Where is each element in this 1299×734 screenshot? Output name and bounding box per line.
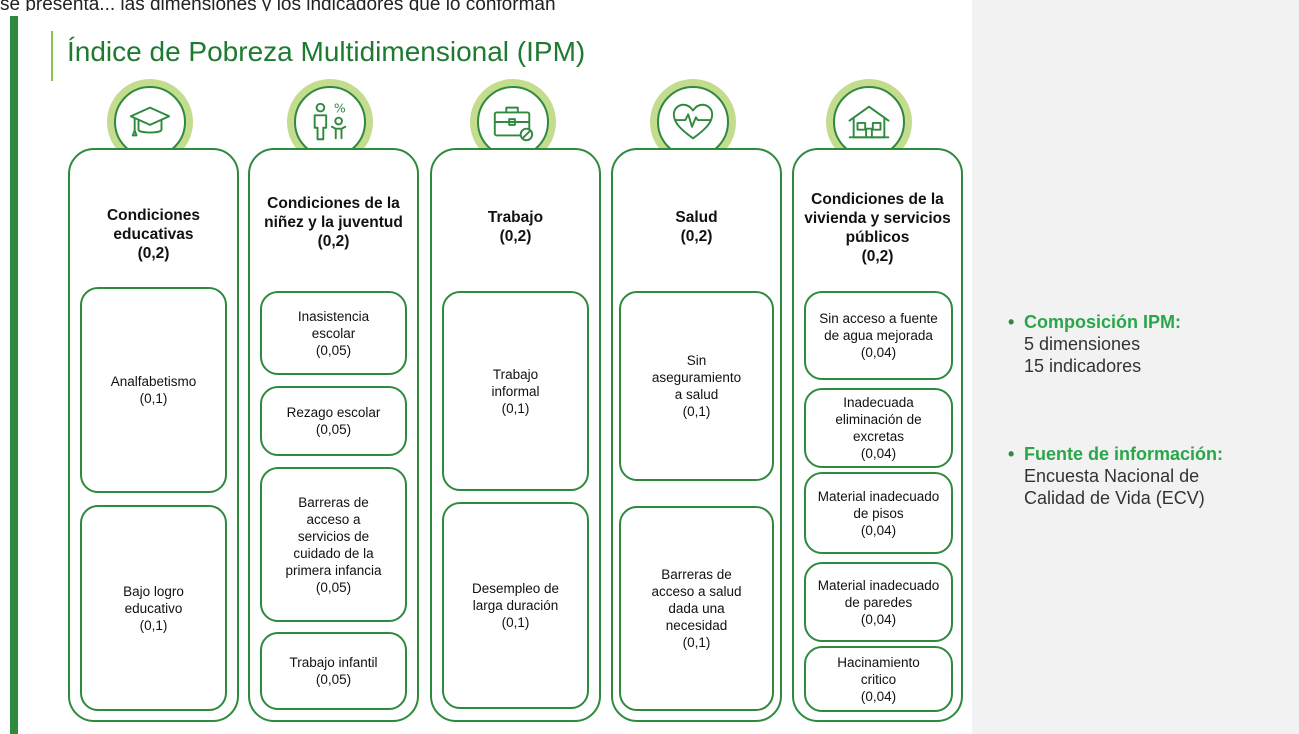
dimension-column-housing: Condiciones de la vivienda y servicios p… (792, 148, 963, 722)
indicator-box: Sin aseguramiento a salud (0,1) (619, 291, 774, 481)
graduation-cap-icon (129, 106, 171, 137)
dimension-title: Condiciones educativas (0,2) (106, 207, 200, 262)
page-title: Índice de Pobreza Multidimensional (IPM) (67, 36, 586, 67)
indicator-box: Bajo logro educativo (0,1) (80, 505, 227, 711)
top-text-fragment: se presenta... las dimensiones y los ind… (0, 0, 556, 11)
dimension-title: Condiciones de la niñez y la juventud (0… (264, 195, 403, 250)
bullet: • (1008, 312, 1015, 332)
composition-info: • Composición IPM: 5 dimensiones 15 indi… (1008, 312, 1181, 376)
dimension-column-education: Condiciones educativas (0,2) Analfabetis… (68, 148, 239, 722)
briefcase-icon (493, 106, 534, 142)
indicator-box: Hacinamiento critico (0,04) (804, 646, 953, 712)
bullet: • (1008, 444, 1015, 464)
dimension-title: Salud (0,2) (675, 209, 718, 245)
left-accent-bar (10, 16, 18, 734)
indicator-box: Inasistencia escolar (0,05) (260, 291, 407, 375)
indicator-box: Material inadecuado de pisos (0,04) (804, 472, 953, 554)
dimension-column-health: Salud (0,2) Sin aseguramiento a salud (0… (611, 148, 782, 722)
indicator-box: Desempleo de larga duración (0,1) (442, 502, 589, 709)
children-youth-icon: % (313, 100, 347, 141)
indicator-box: Trabajo infantil (0,05) (260, 632, 407, 710)
source-info: • Fuente de información: Encuesta Nacion… (1008, 444, 1224, 508)
dimension-title: Trabajo (0,2) (487, 209, 544, 245)
indicator-box: Material inadecuado de paredes (0,04) (804, 562, 953, 642)
dimension-column-childhood: Condiciones de la niñez y la juventud (0… (248, 148, 419, 722)
indicator-box: Analfabetismo (0,1) (80, 287, 227, 493)
indicator-box: Barreras de acceso a servicios de cuidad… (260, 467, 407, 622)
indicator-box: Rezago escolar (0,05) (260, 386, 407, 456)
title-rule (51, 31, 53, 81)
dimension-icon-education (107, 79, 193, 165)
indicator-box: Sin acceso a fuente de agua mejorada (0,… (804, 291, 953, 380)
indicator-box: Inadecuada eliminación de excretas (0,04… (804, 388, 953, 468)
indicator-box: Barreras de acceso a salud dada una nece… (619, 506, 774, 711)
dimension-column-work: Trabajo (0,2) Trabajo informal (0,1) Des… (430, 148, 601, 722)
dimension-title: Condiciones de la vivienda y servicios p… (804, 191, 951, 265)
right-info-panel (972, 0, 1299, 734)
heart-pulse-icon (672, 103, 714, 140)
indicator-box: Trabajo informal (0,1) (442, 291, 589, 491)
house-icon (848, 105, 890, 139)
svg-text:%: % (334, 100, 346, 115)
